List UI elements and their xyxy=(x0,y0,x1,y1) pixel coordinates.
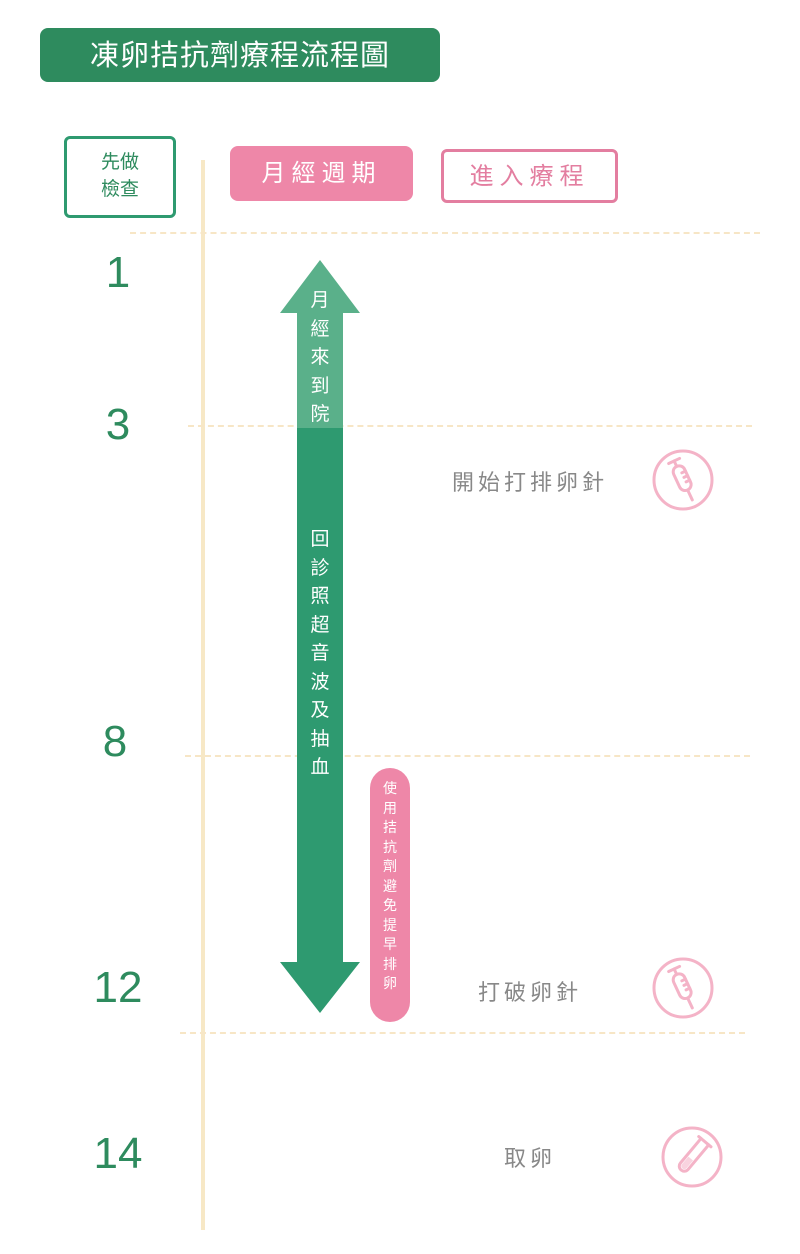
pre-check-line1: 先做 xyxy=(100,151,139,173)
day-1: 1 xyxy=(105,248,131,297)
divider xyxy=(188,425,752,427)
arrow-main-text: 回診照超音波及抽血 xyxy=(310,528,330,778)
step-label: 打破卵針 xyxy=(477,981,582,1006)
menstrual-cycle-header: 月經週期 xyxy=(230,146,413,201)
day-14: 14 xyxy=(93,1129,143,1178)
divider xyxy=(180,1032,745,1034)
divider xyxy=(130,232,760,234)
timeline-axis xyxy=(201,160,205,1230)
day-3: 3 xyxy=(105,400,131,449)
syringe-icon xyxy=(652,957,714,1019)
pre-check-box: 先做 檢查 xyxy=(64,136,176,218)
step-label: 取卵 xyxy=(503,1147,556,1172)
day-8: 8 xyxy=(102,717,128,766)
antagonist-pill: 使用拮抗劑避免提早排卵 xyxy=(370,768,410,1022)
day-12: 12 xyxy=(93,963,143,1012)
pre-check-line2: 檢查 xyxy=(100,178,139,200)
syringe-icon xyxy=(652,449,714,511)
arrow-top-section xyxy=(280,260,360,428)
divider xyxy=(185,755,750,757)
step-label: 開始打排卵針 xyxy=(451,471,608,496)
page-title: 凍卵拮抗劑療程流程圖 xyxy=(40,28,440,82)
arrow-top-text: 月經來到院 xyxy=(310,289,330,425)
double-arrow xyxy=(280,260,360,1013)
arrow-main-section xyxy=(280,428,360,1013)
treatment-header: 進入療程 xyxy=(441,149,618,203)
test-tube-icon xyxy=(661,1126,723,1188)
antagonist-note: 使用拮抗劑避免提早排卵 xyxy=(383,781,397,992)
